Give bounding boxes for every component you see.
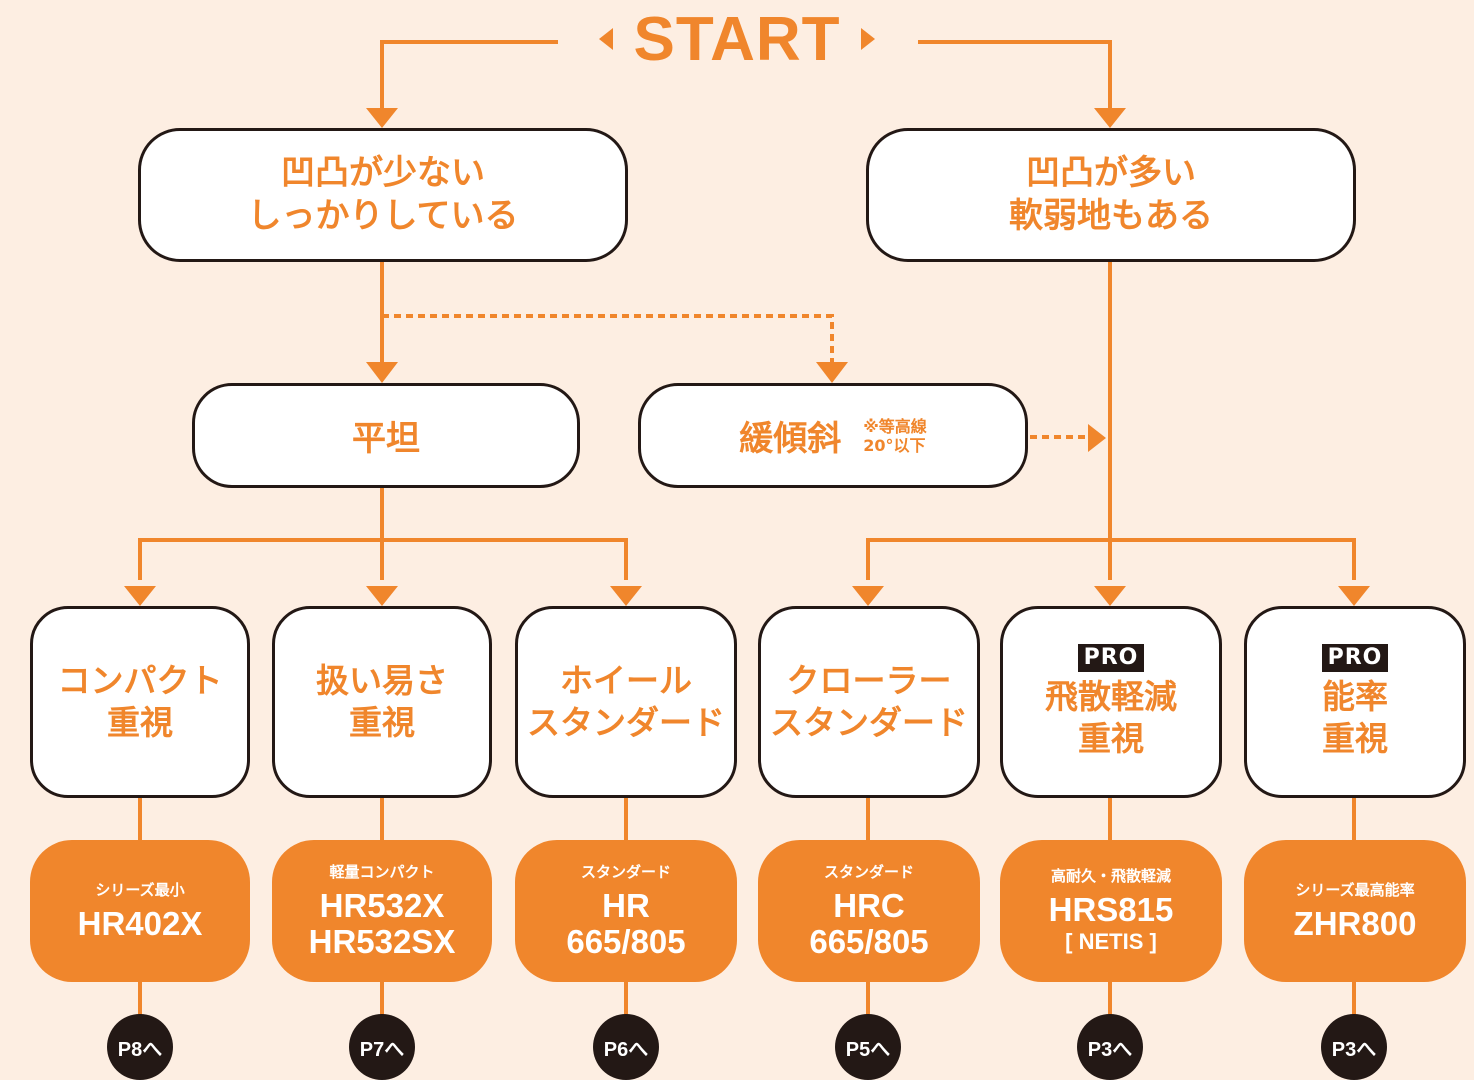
category-text: 飛散軽減 xyxy=(1045,677,1177,716)
product-sub: スタンダード xyxy=(580,863,671,881)
category-box-compact: コンパクト 重視 xyxy=(30,606,250,798)
category-box-crawler: クローラー スタンダード xyxy=(758,606,980,798)
product-model: ZHR800 xyxy=(1293,905,1417,942)
category-text: 重視 xyxy=(1322,719,1388,758)
product-sub: スタンダード xyxy=(823,863,914,881)
category-text: コンパクト xyxy=(57,661,223,700)
product-model: HR532X xyxy=(319,887,445,924)
product-sub: シリーズ最小 xyxy=(95,881,185,899)
product-zhr800[interactable]: シリーズ最高能率 ZHR800 xyxy=(1244,840,1466,982)
terrain-flat-label: 平坦 xyxy=(352,419,420,459)
terrain-box-gentle: 緩傾斜 ※等高線 20°以下 xyxy=(638,383,1028,488)
product-sub: 軽量コンパクト xyxy=(329,863,435,881)
product-model: HR532SX xyxy=(308,923,456,960)
product-model: HRC xyxy=(833,887,905,924)
category-text: ホイール xyxy=(560,661,692,700)
condition-box-firm: 凹凸が少ない しっかりしている xyxy=(138,128,628,262)
pro-badge: PRO xyxy=(1077,644,1145,672)
page-link-p3-efficiency[interactable]: P3へ xyxy=(1321,1014,1387,1080)
category-box-ease: 扱い易さ 重視 xyxy=(272,606,492,798)
triangle-right-icon xyxy=(860,28,875,50)
category-text: 重視 xyxy=(1078,719,1144,758)
category-text: クローラー xyxy=(786,661,952,700)
page-link-p6[interactable]: P6へ xyxy=(593,1014,659,1080)
page-link-p8[interactable]: P8へ xyxy=(107,1014,173,1080)
start-text: START xyxy=(633,4,841,74)
terrain-gentle-label: 緩傾斜 xyxy=(739,419,842,459)
category-box-scatter: PRO 飛散軽減 重視 xyxy=(1000,606,1222,798)
category-box-wheel: ホイール スタンダード xyxy=(515,606,737,798)
condition-text: 凹凸が多い xyxy=(1026,153,1196,193)
product-sub: シリーズ最高能率 xyxy=(1295,881,1415,899)
triangle-left-icon xyxy=(599,28,614,50)
category-text: 重視 xyxy=(107,703,173,742)
product-hr532[interactable]: 軽量コンパクト HR532X HR532SX xyxy=(272,840,492,982)
condition-box-soft: 凹凸が多い 軟弱地もある xyxy=(866,128,1356,262)
category-box-efficiency: PRO 能率 重視 xyxy=(1244,606,1466,798)
condition-text: 凹凸が少ない xyxy=(281,153,485,193)
category-text: 重視 xyxy=(349,703,415,742)
product-model: HRS815 xyxy=(1048,891,1174,928)
terrain-box-flat: 平坦 xyxy=(192,383,580,488)
note-line: ※等高線 xyxy=(863,416,927,436)
product-hrc665[interactable]: スタンダード HRC 665/805 xyxy=(758,840,980,982)
category-text: 能率 xyxy=(1322,677,1388,716)
condition-text: しっかりしている xyxy=(247,196,519,236)
page-link-p3-scatter[interactable]: P3へ xyxy=(1077,1014,1143,1080)
product-model: HR xyxy=(602,887,650,924)
terrain-gentle-row: 緩傾斜 ※等高線 20°以下 xyxy=(739,411,927,460)
terrain-gentle-note: ※等高線 20°以下 xyxy=(863,417,927,455)
start-label: START xyxy=(570,4,904,74)
category-text: スタンダード xyxy=(527,703,725,742)
product-model: 665/805 xyxy=(566,923,686,960)
category-text: スタンダード xyxy=(770,703,968,742)
category-text: 扱い易さ xyxy=(316,661,448,700)
product-model: 665/805 xyxy=(809,923,929,960)
product-netis: [ NETIS ] xyxy=(1065,929,1157,954)
pro-badge: PRO xyxy=(1321,644,1389,672)
page-link-p7[interactable]: P7へ xyxy=(349,1014,415,1080)
product-model: HR402X xyxy=(77,905,203,942)
product-hr665[interactable]: スタンダード HR 665/805 xyxy=(515,840,737,982)
note-line: 20°以下 xyxy=(863,435,926,455)
product-hrs815[interactable]: 高耐久・飛散軽減 HRS815 [ NETIS ] xyxy=(1000,840,1222,982)
product-hr402x[interactable]: シリーズ最小 HR402X xyxy=(30,840,250,982)
product-sub: 高耐久・飛散軽減 xyxy=(1050,867,1171,885)
condition-text: 軟弱地もある xyxy=(1009,196,1213,236)
page-link-p5[interactable]: P5へ xyxy=(835,1014,901,1080)
